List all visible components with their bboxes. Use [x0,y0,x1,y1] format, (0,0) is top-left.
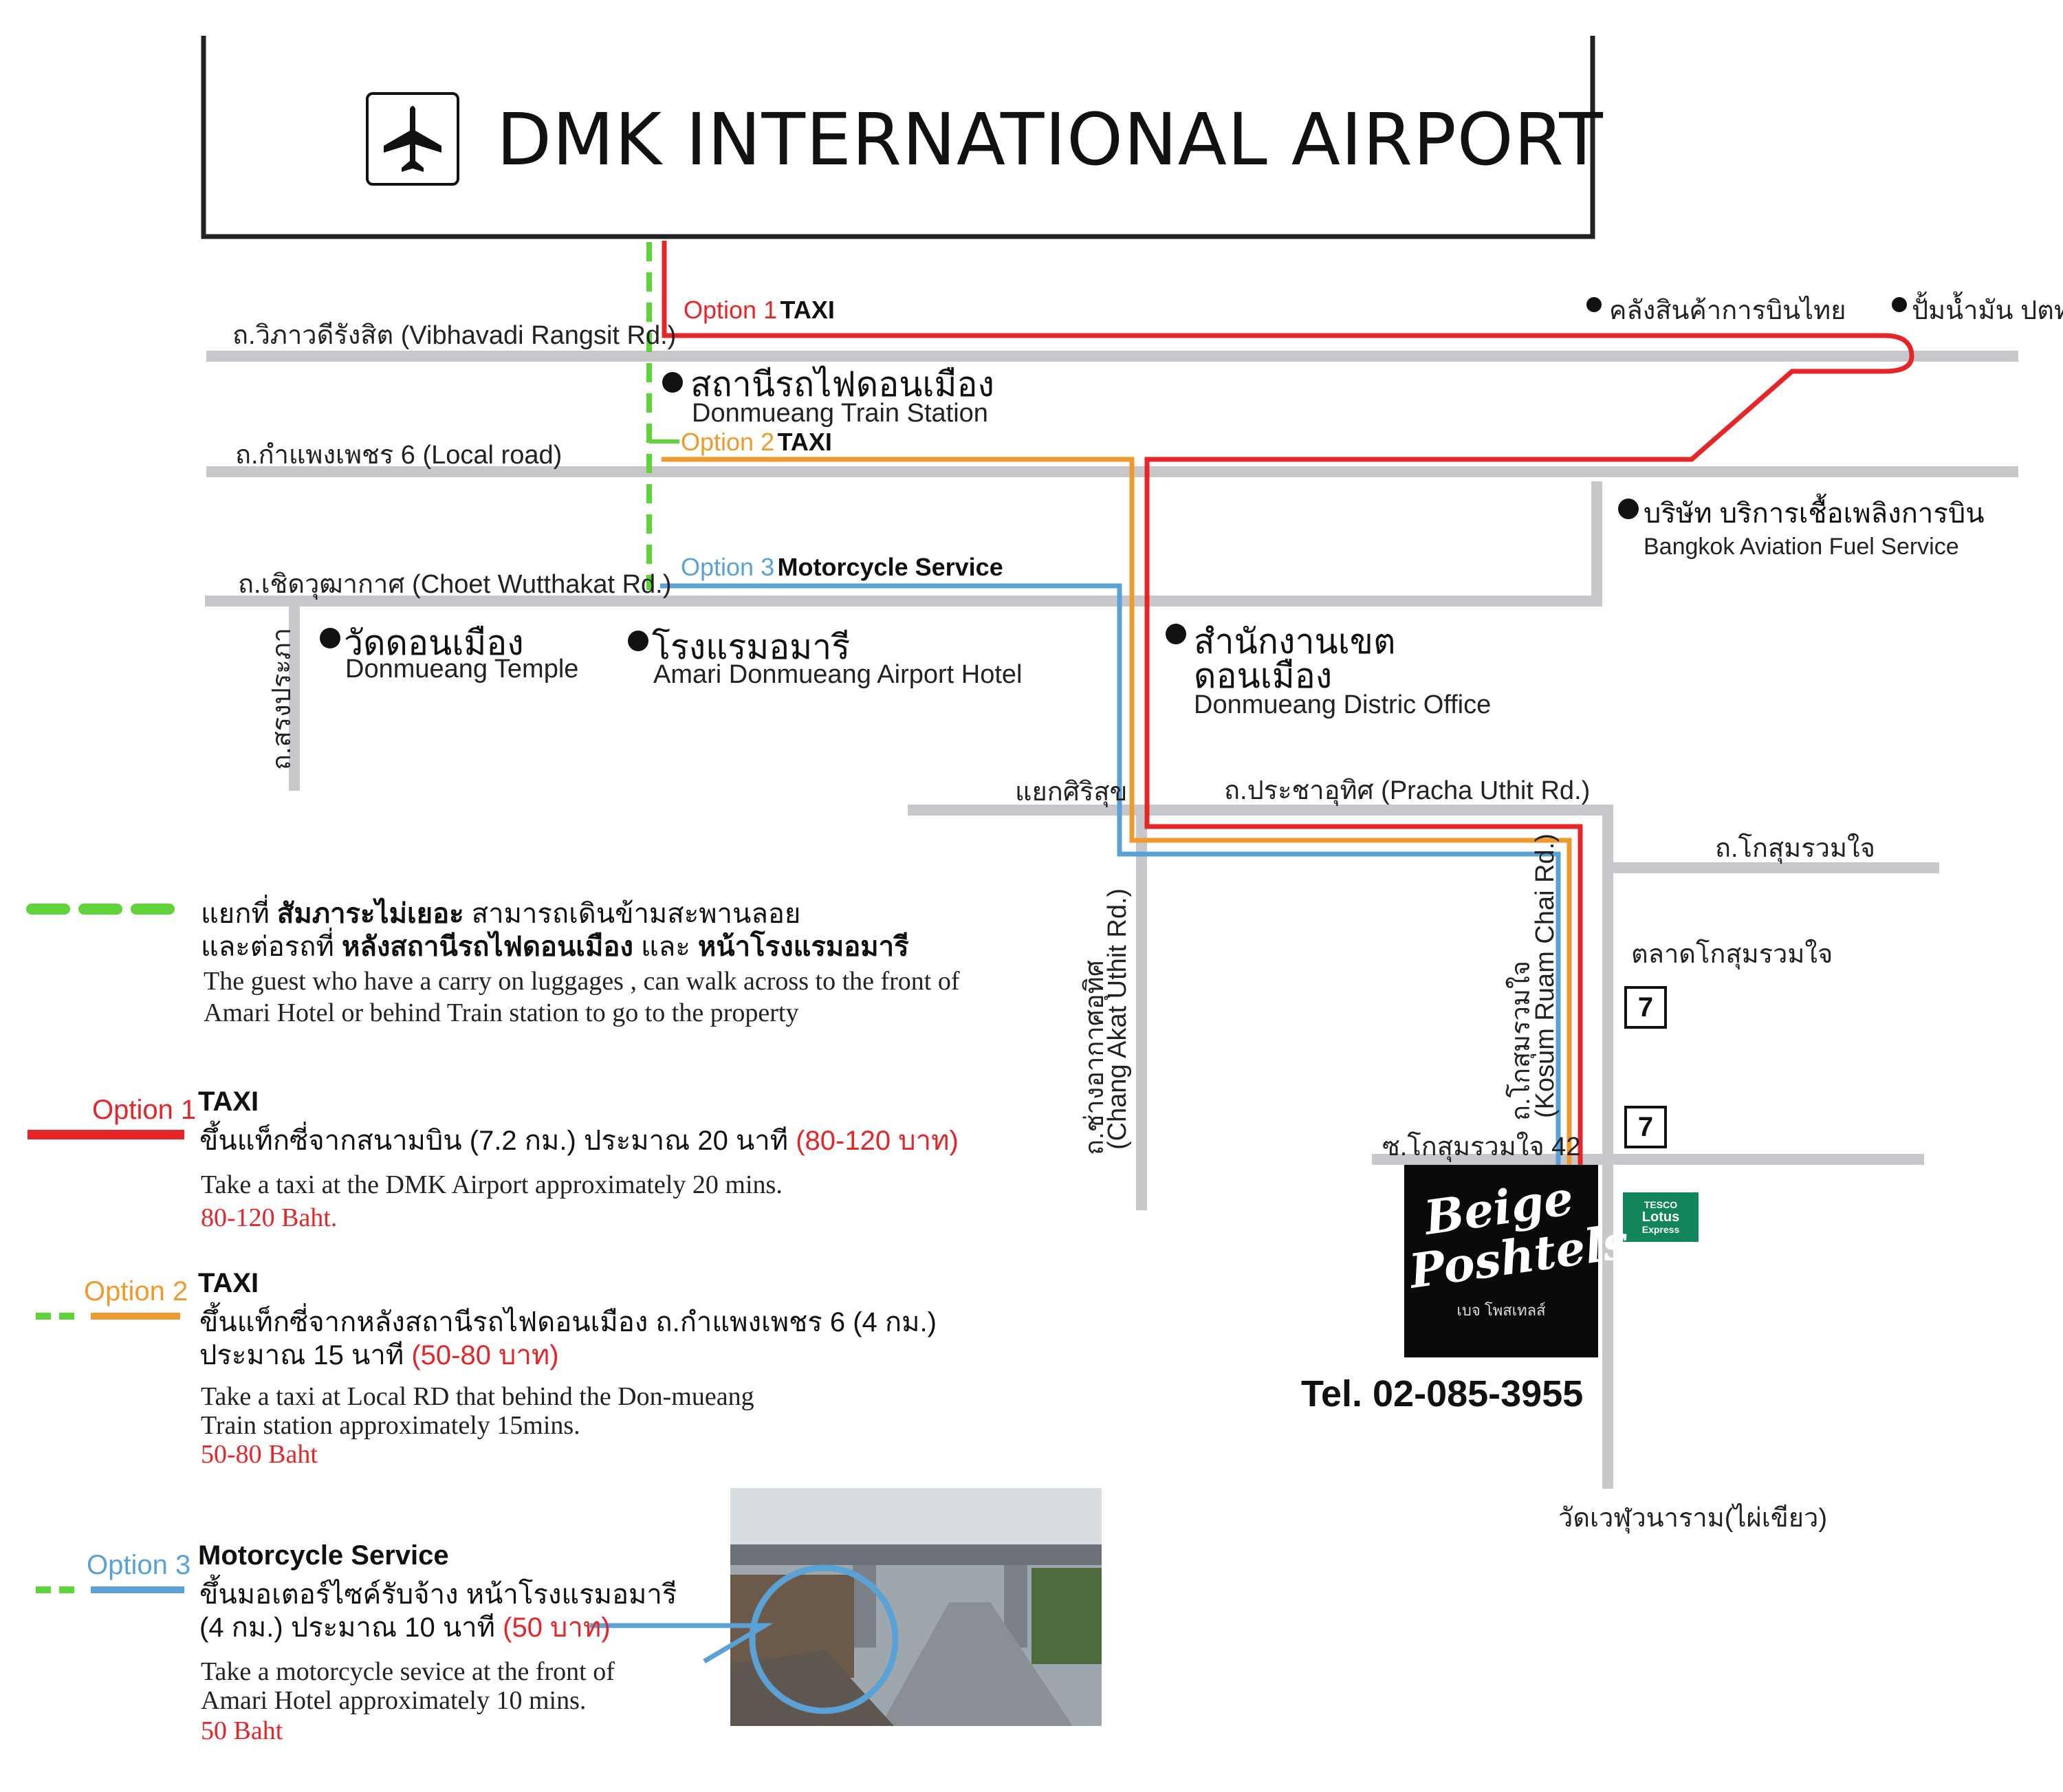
tesco-lotus-logo: TESCO Lotus Express [1623,1192,1699,1242]
road-label-wat-phai: วัดเวฬุวนาราม(ไผ่เขียว) [1558,1504,1828,1533]
legend-opt3-th2: (4 กม.) ประมาณ 10 นาที (50 บาท) [199,1613,611,1643]
dot-cargo [1586,297,1602,312]
road-label-songprapa: ถ.สรงประภา [268,627,296,770]
seven-eleven-icon: 7 [1624,986,1667,1029]
dot-ptt [1892,297,1907,312]
option2-route [662,457,1572,1165]
legend-opt3-price: 50 Baht [201,1716,283,1745]
seven-eleven-icon: 7 [1624,1106,1667,1148]
legend-opt2-th2: ประมาณ 15 นาที (50-80 บาท) [199,1340,559,1370]
dot-fuel [1618,499,1639,519]
legend-walk-en: The guest who have a carry on luggages ,… [204,967,960,1027]
landmark-amari-en: Amari Donmueang Airport Hotel [653,660,1023,689]
roads [205,351,2018,1489]
road-label-vibhavadi: ถ.วิภาวดีรังสิต (Vibhavadi Rangsit Rd.) [232,321,677,350]
road-label-kamphaeng: ถ.กำแพงเพชร 6 (Local road) [235,441,563,470]
landmark-district-en: Donmueang Distric Office [1194,690,1492,719]
legend-opt3-th1: ขึ้นมอเตอร์ไซค์รับจ้าง หน้าโรงแรมอมารี [199,1580,677,1610]
road-label-kosum-en: (Kosum Ruam Chai Rd.) [1531,833,1560,1118]
landmark-temple-en: Donmueang Temple [345,655,579,684]
header-frame [201,36,1595,239]
legend-opt2-th1: ขึ้นแท็กซี่จากหลังสถานีรถไฟดอนเมือง ถ.กำ… [199,1307,937,1337]
map-option1-tag: Option 1 TAXI [684,296,835,324]
hotel-logo: Beige Poshtels เบจ โพสเทลส์ [1404,1165,1633,1357]
hotel-logo-subtitle: เบจ โพสเทลส์ [1456,1302,1546,1319]
legend-opt1-th: ขึ้นแท็กซี่จากสนามบิน (7.2 กม.) ประมาณ 2… [199,1126,959,1156]
hotel-phone[interactable]: Tel. 02-085-3955 [1301,1373,1584,1414]
landmark-cargo: คลังสินค้าการบินไทย [1609,296,1846,325]
street-photo [730,1488,1102,1726]
hotel-logo-text: Beige Poshtels [1406,1170,1633,1300]
airplane-icon [366,92,459,186]
landmark-fuel-th: บริษัท บริการเชื้อเพลิงการบิน [1644,499,1985,529]
road-label-siri-junction: แยกศิริสุข [1015,778,1128,807]
legend-lines [26,904,188,1593]
legend-opt3-en1: Take a motorcycle sevice at the front of [201,1657,615,1686]
landmark-amari-th: โรงแรมอมารี [652,628,851,666]
road-label-choet: ถ.เชิดวุฒากาศ (Choet Wutthakat Rd.) [238,570,672,599]
legend-walk-th2: และต่อรถที่ หลังสถานีรถไฟดอนเมือง และ หน… [201,932,909,962]
legend-opt2-en2: Train station approximately 15mins. [201,1411,580,1440]
landmark-market: ตลาดโกสุมรวมใจ [1631,940,1833,969]
legend-opt2-price: 50-80 Baht [201,1440,318,1469]
landmark-dots [320,297,1907,651]
dot-train [662,372,683,393]
dot-amari [628,631,648,651]
landmark-train-th: สถานีรถไฟดอนเมือง [690,365,994,404]
map-option2-tag: Option 2 TAXI [681,428,832,456]
landmark-district-th2: ดอนเมือง [1194,657,1333,695]
option3-route [660,583,1561,1165]
legend-opt1-label: Option 1 [92,1095,197,1125]
road-label-pracha-uthit: ถ.ประชาอุทิศ (Pracha Uthit Rd.) [1224,776,1591,805]
dot-temple [320,628,340,648]
legend-opt1-title: TAXI [198,1086,259,1117]
landmark-temple-th: วัดดอนเมือง [344,624,524,662]
option1-route [662,241,1914,1165]
legend-opt2-en1: Take a taxi at Local RD that behind the … [201,1382,754,1411]
page-title: DMK INTERNATIONAL AIRPORT [496,98,1604,182]
legend-opt1-price: 80-120 Baht. [201,1203,338,1232]
landmark-district-th1: สำนักงานเขต [1194,622,1396,661]
legend-opt1-en: Take a taxi at the DMK Airport approxima… [201,1170,783,1199]
legend-opt3-label: Option 3 [87,1550,191,1580]
dot-district [1166,624,1186,644]
legend-opt2-title: TAXI [198,1268,259,1298]
legend-opt3-en2: Amari Hotel approximately 10 mins. [201,1686,587,1715]
landmark-train-en: Donmueang Train Station [692,399,988,428]
map-option3-tag: Option 3 Motorcycle Service [681,553,1003,581]
road-label-kosum-right: ถ.โกสุมรวมใจ [1715,834,1875,863]
landmark-ptt: ปั้มน้ำมัน ปตท. [1912,296,2063,325]
photo-pointer [590,1623,774,1664]
landmark-fuel-en: Bangkok Aviation Fuel Service [1644,534,1959,560]
road-label-soi42: ซ.โกสุมรวมใจ 42 [1382,1133,1581,1161]
legend-opt3-title: Motorcycle Service [198,1540,449,1571]
legend-walk-th1: แยกที่ สัมภาระไม่เยอะ สามารถเดินข้ามสะพา… [201,899,801,929]
legend-opt2-label: Option 2 [84,1276,188,1307]
road-label-chang-akat-en: (Chang Akat Uthit Rd.) [1103,888,1132,1150]
